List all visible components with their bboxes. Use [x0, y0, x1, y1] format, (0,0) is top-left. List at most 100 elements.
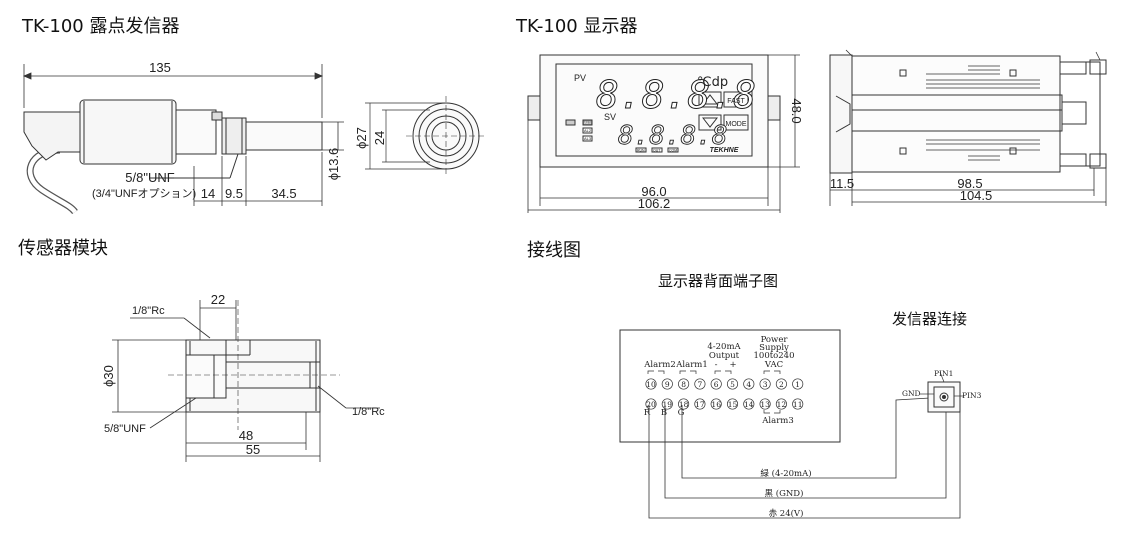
label-pin3: PIN3 — [962, 391, 982, 400]
terminal-number: 1 — [795, 380, 800, 389]
indicator-2: AL2 — [584, 128, 592, 133]
terminal-number: 18 — [679, 400, 689, 409]
sensor-module-dimensions — [112, 300, 380, 462]
terminal-circle — [661, 398, 673, 410]
dim-48: 48 — [239, 428, 253, 443]
label-power-4: VAC — [764, 360, 783, 370]
transmitter-front-view — [365, 96, 486, 176]
connector-pinout — [920, 371, 964, 413]
dim-9-5: 9.5 — [225, 186, 243, 201]
label-output-1: 4-20mA — [707, 342, 741, 352]
terminal-circle — [775, 398, 787, 410]
dim-106-2: 106.2 — [638, 196, 671, 211]
dim-phi-13-6: ϕ13.6 — [326, 148, 341, 181]
terminal-circle — [645, 398, 657, 410]
terminal-circle — [694, 398, 706, 410]
fast-button: FAST — [727, 98, 745, 105]
label-power-3: 100to240 — [754, 351, 795, 361]
brand-logo: TEKHNE — [710, 147, 739, 154]
dim-phi-27: ϕ27 — [354, 127, 369, 149]
label-output-2: Output — [709, 351, 740, 361]
label-g: G — [678, 408, 685, 418]
terminal-circle — [678, 378, 690, 390]
terminal-number: 2 — [779, 380, 784, 389]
label-thread: 5/8"UNF — [125, 170, 174, 185]
dim-55: 55 — [246, 442, 260, 457]
dim-96-0: 96.0 — [641, 184, 666, 199]
label-power-1: Power — [761, 335, 789, 345]
terminal-block — [619, 329, 841, 443]
label-unit: ℃dp — [697, 75, 728, 90]
display-front-view — [527, 54, 781, 168]
terminal-circle — [726, 398, 739, 410]
title-terminal-diagram: 显示器背面端子图 — [658, 272, 779, 290]
title-transmitter-connection: 发信器连接 — [892, 310, 968, 328]
label-alarm3: Alarm3 — [761, 416, 793, 426]
wire-red — [648, 405, 961, 519]
label-pin1: PIN1 — [934, 369, 953, 378]
terminal-number: 12 — [777, 400, 787, 409]
terminal-circle — [645, 378, 657, 390]
dim-24: 24 — [372, 131, 387, 145]
label-b: B — [661, 408, 667, 418]
dim-14: 14 — [201, 186, 215, 201]
indicator-3: AL3 — [584, 136, 592, 141]
dim-11-5: 11.5 — [830, 176, 854, 191]
wire-label-red: 赤 24(V) — [769, 508, 804, 519]
transmitter-side-view — [23, 99, 323, 215]
label-alarm1: Alarm1 — [675, 360, 707, 370]
dim-48-0: 48.0 — [789, 98, 804, 123]
terminal-circle — [678, 398, 690, 410]
terminal-number: 14 — [744, 400, 754, 409]
wire-black — [664, 405, 947, 499]
terminal-circle — [759, 398, 771, 410]
terminal-number: 9 — [665, 380, 670, 389]
title-dew-transmitter: TK-100 露点发信器 — [22, 16, 180, 37]
terminal-circle — [792, 378, 804, 390]
title-wiring: 接线图 — [527, 240, 581, 261]
display-front-dimensions — [527, 54, 800, 213]
terminal-number: 20 — [646, 400, 656, 409]
label-thread-option: (3/4"UNFオプション) — [92, 187, 196, 200]
terminal-number: 4 — [746, 380, 751, 389]
terminal-circle — [775, 378, 787, 390]
label-pv: PV — [574, 73, 586, 83]
terminal-number: 5 — [730, 380, 735, 389]
title-display: TK-100 显示器 — [516, 16, 638, 37]
terminal-number: 13 — [760, 400, 770, 409]
wire-label-black: 黒 (GND) — [765, 488, 804, 499]
display-side-dimensions — [829, 49, 1107, 206]
terminal-circle — [743, 378, 755, 390]
indicator-out: OUT — [653, 149, 661, 153]
terminal-circles — [645, 378, 804, 410]
indicator-run: RUN — [637, 149, 645, 153]
indicator-1: AL1 — [584, 120, 592, 125]
indicator-com: COM — [669, 149, 677, 153]
wires — [648, 397, 961, 519]
display-side-view — [829, 54, 1107, 174]
transmitter-dimensions — [22, 64, 344, 206]
wire-label-green: 緑 (4-20mA) — [760, 468, 811, 479]
sensor-module-drawing — [168, 300, 340, 430]
terminal-circle — [726, 378, 739, 390]
dim-total-length: 135 — [149, 60, 171, 75]
terminal-number: 8 — [681, 380, 686, 389]
terminal-circle — [710, 378, 722, 390]
label-power-2: Supply — [759, 343, 789, 353]
label-rc-top: 1/8"Rc — [132, 305, 165, 317]
dim-34-5: 34.5 — [271, 186, 296, 201]
terminal-number: 19 — [663, 400, 673, 409]
terminal-circle — [710, 398, 722, 410]
terminal-circle — [792, 398, 804, 410]
terminal-number: 10 — [646, 380, 656, 389]
wire-green — [681, 397, 931, 479]
dim-22: 22 — [211, 292, 225, 307]
terminal-number: 6 — [714, 380, 719, 389]
label-r: R — [644, 408, 651, 418]
label-minus: - — [715, 360, 718, 370]
terminal-number: 3 — [763, 380, 768, 389]
label-sv: SV — [604, 112, 616, 122]
terminal-circle — [759, 378, 771, 390]
label-gnd: GND — [902, 389, 921, 398]
